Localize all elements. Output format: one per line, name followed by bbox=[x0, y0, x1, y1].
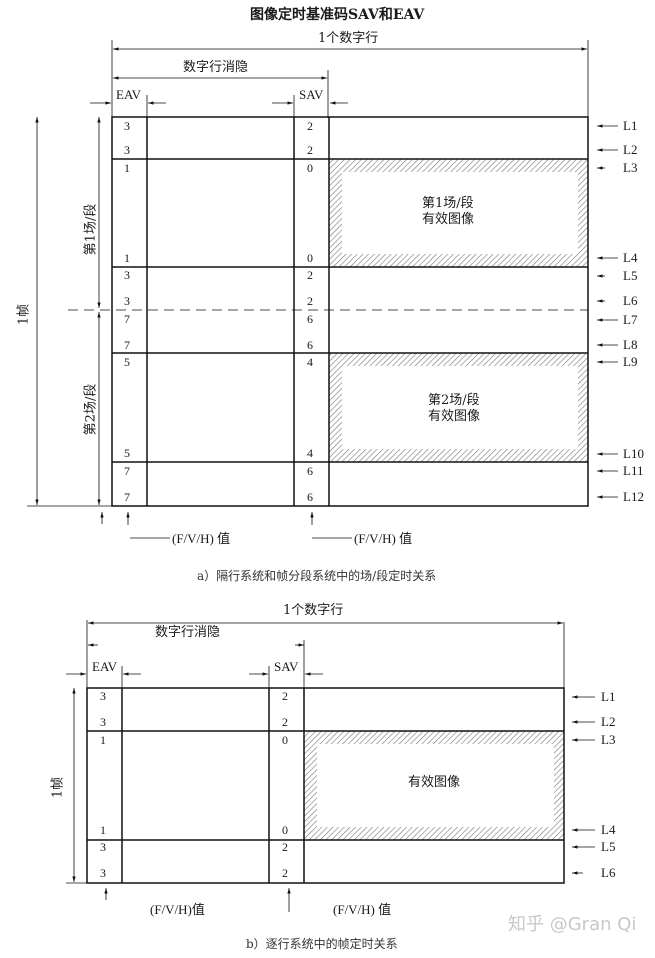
line-label: L9 bbox=[623, 354, 638, 369]
eav-value: 5 bbox=[124, 446, 130, 460]
fvh-value-label: (F/V/H)值 bbox=[150, 902, 205, 917]
sav-value: 6 bbox=[307, 490, 313, 504]
eav-value: 3 bbox=[100, 840, 106, 854]
active-image-label: 有效图像 bbox=[408, 775, 461, 790]
sav-label: SAV bbox=[299, 87, 324, 102]
digital-line-label: 1个数字行 bbox=[283, 603, 344, 618]
sav-value: 2 bbox=[307, 268, 313, 282]
line-label: L2 bbox=[623, 142, 638, 157]
active-image-1-label: 有效图像 bbox=[422, 212, 475, 227]
field2-label: 第2场/段 bbox=[83, 383, 99, 436]
line-label: L2 bbox=[601, 714, 616, 729]
eav-value: 1 bbox=[100, 823, 106, 837]
line-blanking-label: 数字行消隐 bbox=[183, 60, 249, 75]
sav-value: 2 bbox=[307, 143, 313, 157]
line-label: L3 bbox=[623, 160, 638, 175]
line-label: L12 bbox=[623, 489, 644, 504]
sav-value: 6 bbox=[307, 312, 313, 326]
sav-value: 2 bbox=[282, 715, 288, 729]
eav-value: 7 bbox=[124, 312, 130, 326]
active-image-2-label: 第2场/段 bbox=[428, 393, 480, 408]
fvh-value-label: (F/V/H) 值 bbox=[354, 531, 413, 546]
eav-value: 3 bbox=[124, 143, 130, 157]
frame-label: 1帧 bbox=[50, 776, 66, 799]
line-label: L6 bbox=[623, 293, 638, 308]
line-label: L8 bbox=[623, 337, 638, 352]
sav-value: 2 bbox=[282, 866, 288, 880]
eav-label: EAV bbox=[116, 87, 142, 102]
line-label: L5 bbox=[623, 268, 638, 283]
digital-line-label: 1个数字行 bbox=[318, 31, 379, 46]
sav-value: 0 bbox=[307, 161, 313, 175]
line-label: L10 bbox=[623, 446, 644, 461]
diagram-b bbox=[66, 620, 595, 912]
eav-value: 3 bbox=[124, 294, 130, 308]
sav-value: 2 bbox=[282, 689, 288, 703]
line-label: L1 bbox=[623, 118, 638, 133]
eav-value: 3 bbox=[124, 268, 130, 282]
sav-value: 4 bbox=[307, 446, 313, 460]
active-image-2-label: 有效图像 bbox=[428, 409, 481, 424]
line-label: L4 bbox=[601, 822, 616, 837]
caption-b: b）逐行系统中的帧定时关系 bbox=[246, 937, 398, 951]
figure-title: 图像定时基准码SAV和EAV bbox=[250, 7, 425, 23]
eav-value: 7 bbox=[124, 464, 130, 478]
sav-value: 0 bbox=[307, 251, 313, 265]
sav-label: SAV bbox=[274, 659, 299, 674]
line-label: L3 bbox=[601, 732, 616, 747]
eav-value: 3 bbox=[100, 866, 106, 880]
eav-value: 3 bbox=[100, 715, 106, 729]
watermark: 知乎 @Gran Qi bbox=[508, 914, 637, 935]
line-label: L7 bbox=[623, 312, 638, 327]
frame-label: 1帧 bbox=[16, 303, 32, 326]
eav-value: 1 bbox=[124, 161, 130, 175]
sav-value: 2 bbox=[307, 119, 313, 133]
sav-value: 2 bbox=[307, 294, 313, 308]
line-label: L5 bbox=[601, 839, 616, 854]
line-label: L1 bbox=[601, 689, 616, 704]
caption-a: a）隔行系统和帧分段系统中的场/段定时关系 bbox=[197, 569, 437, 583]
eav-value: 7 bbox=[124, 490, 130, 504]
sav-value: 4 bbox=[307, 355, 313, 369]
sav-value: 2 bbox=[282, 840, 288, 854]
eav-value: 7 bbox=[124, 338, 130, 352]
fvh-value-label: (F/V/H) 值 bbox=[172, 531, 231, 546]
eav-label: EAV bbox=[92, 659, 118, 674]
line-label: L11 bbox=[623, 463, 644, 478]
field1-label: 第1场/段 bbox=[83, 203, 99, 256]
line-label: L6 bbox=[601, 865, 616, 880]
diagram-a bbox=[27, 40, 618, 539]
eav-value: 3 bbox=[100, 689, 106, 703]
active-image-1-label: 第1场/段 bbox=[422, 196, 474, 211]
eav-value: 1 bbox=[124, 251, 130, 265]
eav-value: 3 bbox=[124, 119, 130, 133]
sav-value: 6 bbox=[307, 338, 313, 352]
sav-value: 6 bbox=[307, 464, 313, 478]
line-blanking-label: 数字行消隐 bbox=[155, 625, 221, 640]
eav-value: 5 bbox=[124, 355, 130, 369]
eav-value: 1 bbox=[100, 733, 106, 747]
line-label: L4 bbox=[623, 250, 638, 265]
sav-value: 0 bbox=[282, 733, 288, 747]
sav-value: 0 bbox=[282, 823, 288, 837]
fvh-value-label: (F/V/H) 值 bbox=[333, 902, 392, 917]
